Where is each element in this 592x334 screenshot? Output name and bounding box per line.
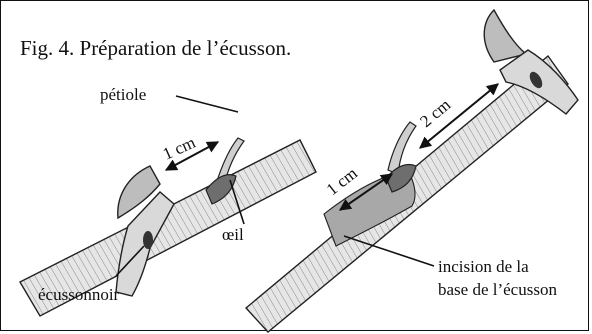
left-petiole-label: pétiole [100, 85, 146, 104]
incision-label-line2: base de l’écusson [438, 280, 557, 299]
left-knife-rivet [143, 231, 153, 249]
left-petiole-leader [176, 96, 238, 112]
incision-label-line1: incision de la [438, 257, 529, 276]
left-oeil-label: œil [222, 225, 244, 244]
left-1cm-label: 1 cm [160, 133, 198, 164]
left-ecussonnoir-label: écussonnoir [38, 285, 120, 304]
right-budding-knife-blade [484, 10, 526, 62]
left-branch-drawing: 1 cm pétiole œil écussonnoir [20, 85, 316, 316]
